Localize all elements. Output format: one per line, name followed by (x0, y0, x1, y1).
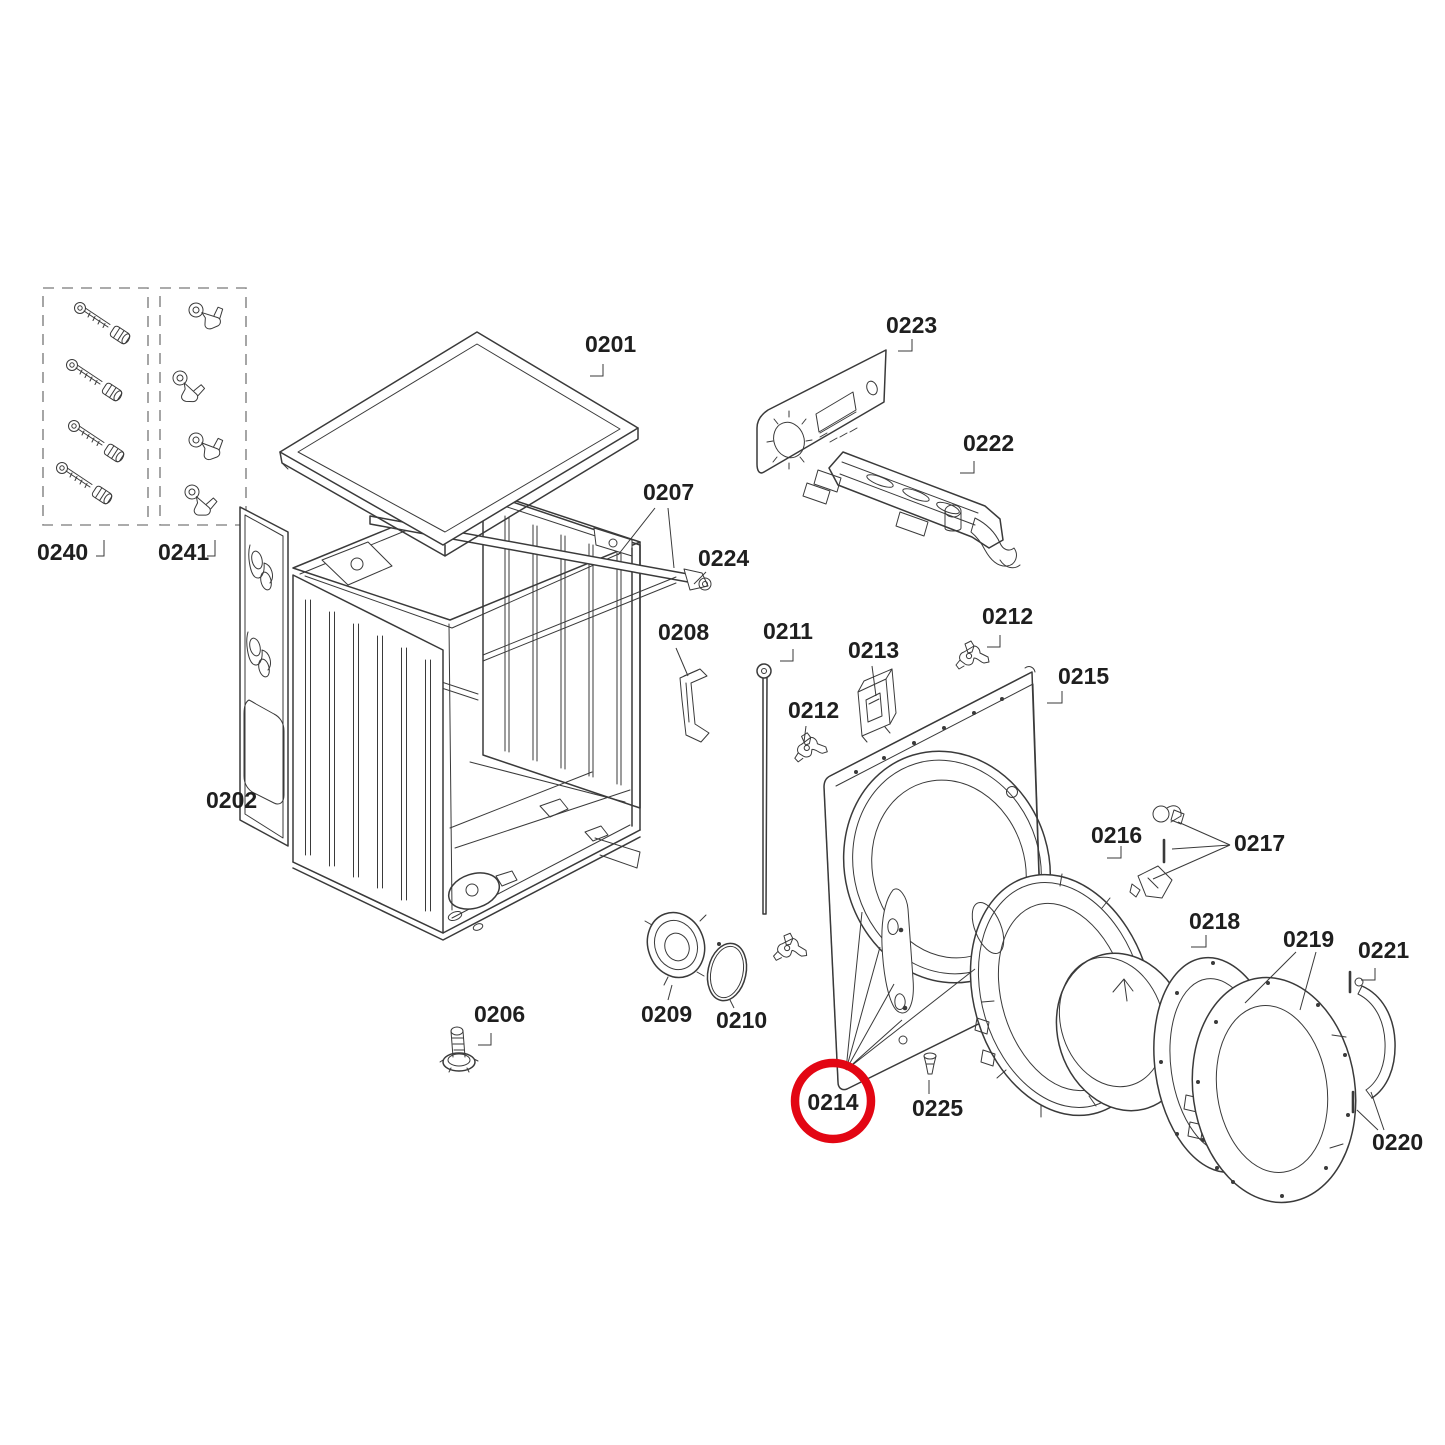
bracket-0223 (898, 339, 913, 352)
label-0220: 0220 (1372, 1129, 1423, 1155)
bracket-0206 (478, 1033, 492, 1046)
transport-clamp (186, 296, 228, 334)
label-0209: 0209 (641, 1001, 692, 1027)
label-0219: 0219 (1283, 926, 1334, 952)
door-hinge (881, 888, 914, 1045)
label-0208: 0208 (658, 619, 709, 645)
kit-0240-dashed-box (42, 287, 149, 526)
bracket-0201 (590, 364, 604, 377)
bracket-0218 (1191, 935, 1207, 948)
panel-hole (1006, 786, 1018, 798)
rear-panel (239, 506, 289, 847)
label-brackets (96, 339, 1376, 1046)
hinge-flange (644, 911, 707, 986)
label-0223: 0223 (886, 312, 937, 338)
highlight-0214: 0214 (790, 1058, 876, 1144)
fixing-latch (791, 730, 829, 763)
o-ring-seal (706, 942, 748, 1002)
bracket-0221 (1361, 968, 1376, 981)
cabinet-body (292, 489, 641, 941)
label-0222: 0222 (963, 430, 1014, 456)
door-outer-ring (1191, 976, 1357, 1204)
label-0217: 0217 (1234, 830, 1285, 856)
label-0215: 0215 (1058, 663, 1109, 689)
kit-0241-dashed-box (159, 287, 247, 526)
bracket-0212 (987, 635, 1001, 648)
label-0241: 0241 (158, 539, 209, 565)
label-0218: 0218 (1189, 908, 1240, 934)
kit-box-0240 (42, 287, 149, 526)
hinge-fitting-parts (1129, 805, 1185, 899)
bracket-0215 (1047, 691, 1063, 704)
control-panel-fascia (756, 349, 887, 474)
label-0216: 0216 (1091, 822, 1142, 848)
display-window (815, 391, 858, 443)
hinge-cover (1348, 970, 1396, 1114)
label-0206: 0206 (474, 1001, 525, 1027)
label-0225: 0225 (912, 1095, 963, 1121)
leader-0207 (617, 507, 675, 569)
label-0240: 0240 (37, 539, 88, 565)
leader-lines (617, 507, 1385, 1131)
base-pump-mount (447, 872, 501, 910)
shipping-bolt (74, 302, 133, 346)
door-lock (857, 668, 897, 743)
highlight-circle (790, 1058, 876, 1144)
fixing-screw (923, 1052, 937, 1075)
bracket-0222 (960, 461, 975, 474)
top-corner-brace (321, 541, 393, 586)
shipping-bolt (56, 462, 115, 506)
support-crossmember (802, 451, 1021, 569)
fixing-latch (955, 640, 990, 670)
leader-0209 (667, 984, 673, 1001)
label-0212-left: 0212 (788, 697, 839, 723)
transport-clamp (168, 369, 208, 405)
leader-0220 (1356, 1091, 1385, 1131)
leader-0208 (675, 647, 689, 677)
leader-0214 (845, 911, 976, 1071)
hinge-bracket-0208 (679, 668, 710, 743)
brace-end-fitting (683, 568, 709, 591)
kit-box-0241 (159, 287, 247, 526)
part-labels: 0201 0202 0206 0207 0208 0209 0210 0211 … (37, 312, 1423, 1155)
label-0201: 0201 (585, 331, 636, 357)
transport-clamp (181, 483, 220, 518)
label-0202: 0202 (206, 787, 257, 813)
label-0213: 0213 (848, 637, 899, 663)
label-0224: 0224 (698, 545, 749, 571)
leader-0224 (693, 571, 707, 585)
side-panel (292, 574, 444, 934)
label-0211: 0211 (763, 618, 813, 644)
shipping-bolt (68, 420, 127, 464)
label-0214: 0214 (807, 1089, 858, 1115)
bracket-0211 (780, 649, 794, 662)
label-0212-top: 0212 (982, 603, 1033, 629)
top-panel-part (279, 331, 639, 557)
bracket-0240 (96, 540, 105, 557)
fascia-hole (866, 380, 878, 396)
bracket-0216 (1107, 846, 1122, 859)
leader-0212 (803, 725, 807, 743)
leader-0210 (729, 999, 735, 1009)
bracket-0241 (207, 540, 216, 557)
leveling-foot (439, 1026, 479, 1073)
program-dial (766, 410, 813, 470)
leader-0213 (871, 665, 877, 697)
cabinet-part (239, 489, 712, 941)
fixing-latch (772, 931, 809, 963)
label-0210: 0210 (716, 1007, 767, 1033)
transport-clamp (187, 427, 227, 464)
leader-0219 (1244, 951, 1317, 1011)
shipping-bolt (66, 359, 125, 403)
holding-rod (756, 663, 772, 915)
label-0207: 0207 (643, 479, 694, 505)
label-0221: 0221 (1358, 937, 1409, 963)
leader-0217 (1152, 821, 1231, 880)
